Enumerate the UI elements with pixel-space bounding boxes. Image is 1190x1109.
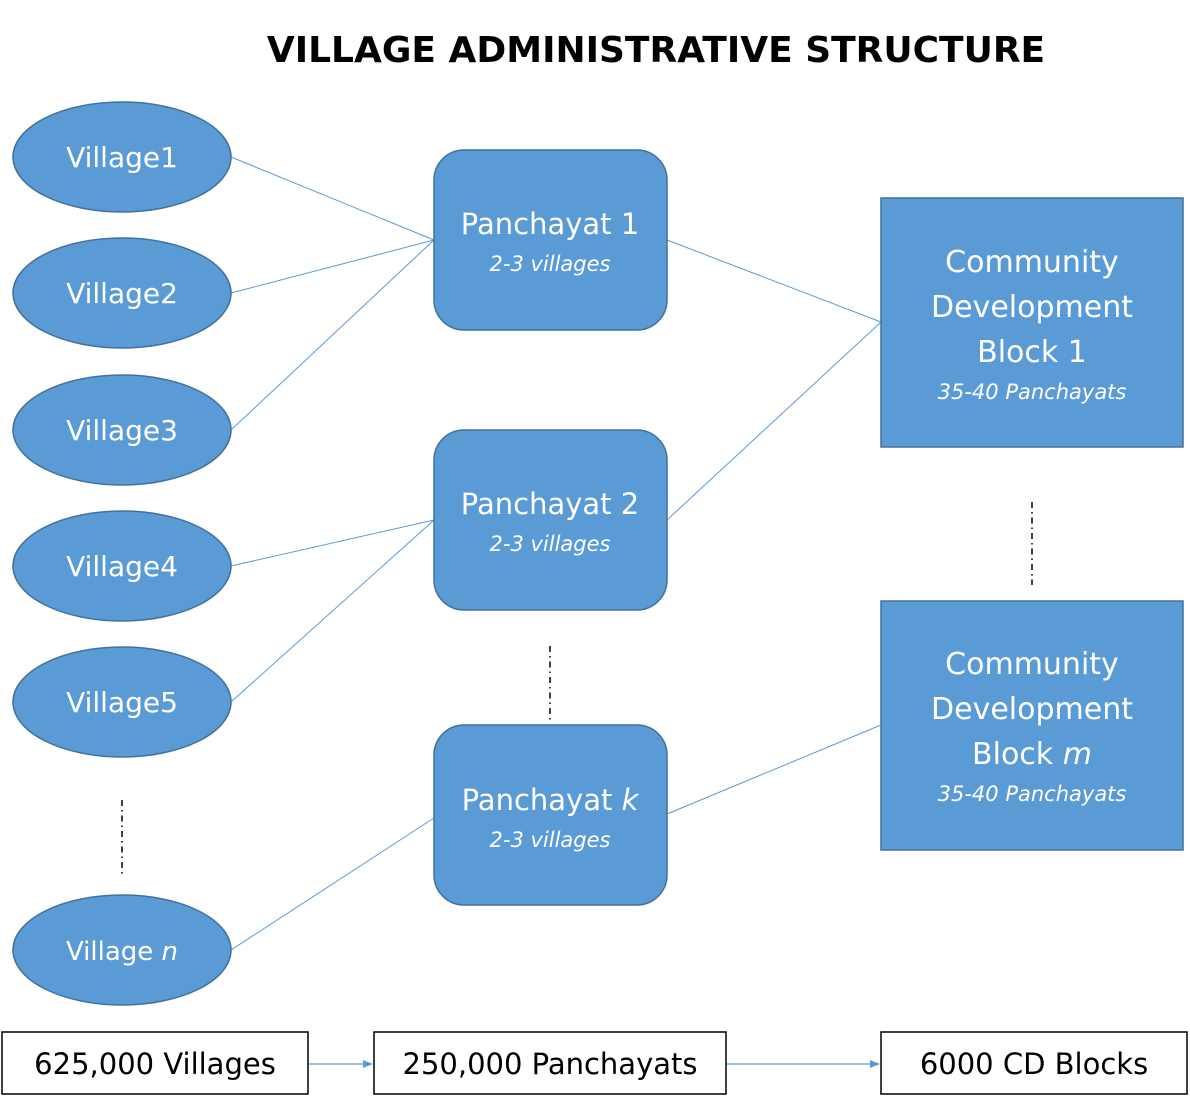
block-node-1[interactable]: Community Development Block 1 35-40 Panc…: [880, 197, 1184, 448]
count-box-frame: [880, 1031, 1188, 1095]
village-node-5[interactable]: Village5: [12, 646, 232, 758]
connector-village2-panchayat1: [230, 239, 435, 294]
village-label: Village5: [66, 686, 178, 719]
panchayat-box: [433, 724, 668, 906]
village-node-1[interactable]: Village1: [12, 101, 232, 213]
block-label-line2: Development: [931, 692, 1133, 727]
connector-village3-panchayat1: [230, 239, 435, 431]
panchayat-column: Panchayat 1 2-3 villages Panchayat 2 2-3…: [433, 149, 668, 906]
panchayat-label: Panchayat k: [462, 783, 640, 817]
block-label-line3: Block 1: [977, 335, 1087, 370]
panchayat-label-text: Panchayat 2: [461, 487, 639, 521]
panchayat-block-connectors: [666, 239, 882, 815]
village-node-2[interactable]: Village2: [12, 237, 232, 349]
connector-villagen-panchayatk: [230, 817, 435, 951]
panchayat-label-text: Panchayat 1: [461, 207, 639, 241]
village-label: Village1: [66, 141, 178, 174]
village-label: Village3: [66, 414, 178, 447]
village-ellipse: [12, 374, 232, 486]
count-label: 6000 CD Blocks: [920, 1047, 1148, 1081]
village-panchayat-connectors: [230, 156, 435, 951]
village-label: Village2: [66, 277, 178, 310]
panchayat-label: Panchayat 1: [461, 207, 639, 241]
village-ellipse: [12, 510, 232, 622]
block-label-line1: Community: [945, 647, 1119, 682]
panchayat-label: Panchayat 2: [461, 487, 639, 521]
connector-panchayatk-blockm: [666, 724, 882, 815]
count-label: 625,000 Villages: [34, 1047, 276, 1081]
connector-village4-panchayat2: [230, 519, 435, 567]
village-column: Village1 Village2 Village3 Village4 Vill…: [12, 101, 232, 1006]
village-node-3[interactable]: Village3: [12, 374, 232, 486]
village-ellipse: [12, 894, 232, 1006]
panchayat-label-variable: k: [622, 783, 640, 817]
village-label-variable: n: [162, 937, 178, 967]
village-ellipse: [12, 237, 232, 349]
block-box: [880, 197, 1184, 448]
village-label: Village4: [66, 550, 178, 583]
panchayats-count-box: 250,000 Panchayats: [373, 1031, 727, 1095]
panchayat-node-k[interactable]: Panchayat k 2-3 villages: [433, 724, 668, 906]
block-node-m[interactable]: Community Development Block m 35-40 Panc…: [880, 600, 1184, 851]
panchayat-label-text: Panchayat: [462, 783, 622, 817]
count-summary-row: 625,000 Villages 250,000 Panchayats 6000…: [1, 1031, 1188, 1095]
blocks-count-box: 6000 CD Blocks: [880, 1031, 1188, 1095]
village-node-4[interactable]: Village4: [12, 510, 232, 622]
villages-count-box: 625,000 Villages: [1, 1031, 309, 1095]
block-label-text: Block 1: [977, 335, 1087, 370]
block-column: Community Development Block 1 35-40 Panc…: [880, 197, 1184, 851]
panchayat-sublabel: 2-3 villages: [490, 828, 611, 852]
block-box: [880, 600, 1184, 851]
village-label-text: Village: [66, 937, 162, 967]
count-box-frame: [1, 1031, 309, 1095]
connector-panchayat1-block1: [666, 239, 882, 323]
village-ellipse: [12, 101, 232, 213]
village-ellipse: [12, 646, 232, 758]
block-label-line3: Block m: [972, 737, 1092, 772]
panchayat-box: [433, 149, 668, 331]
block-label-line2: Development: [931, 290, 1133, 325]
panchayat-sublabel: 2-3 villages: [490, 532, 611, 556]
panchayat-sublabel: 2-3 villages: [490, 252, 611, 276]
block-label-text: Block: [972, 737, 1063, 772]
block-sublabel: 35-40 Panchayats: [938, 380, 1127, 404]
panchayat-box: [433, 429, 668, 611]
connector-panchayat2-block1: [666, 321, 882, 521]
connector-village5-panchayat2: [230, 519, 435, 703]
block-label-variable: m: [1063, 737, 1092, 772]
block-sublabel: 35-40 Panchayats: [938, 782, 1127, 806]
page-title: VILLAGE ADMINISTRATIVE STRUCTURE: [267, 30, 1045, 71]
village-node-n[interactable]: Village n: [12, 894, 232, 1006]
panchayat-node-1[interactable]: Panchayat 1 2-3 villages: [433, 149, 668, 331]
panchayat-node-2[interactable]: Panchayat 2 2-3 villages: [433, 429, 668, 611]
village-label: Village n: [66, 937, 178, 967]
count-label: 250,000 Panchayats: [403, 1047, 698, 1081]
block-label-line1: Community: [945, 245, 1119, 280]
connector-village1-panchayat1: [230, 156, 435, 241]
count-box-frame: [373, 1031, 727, 1095]
